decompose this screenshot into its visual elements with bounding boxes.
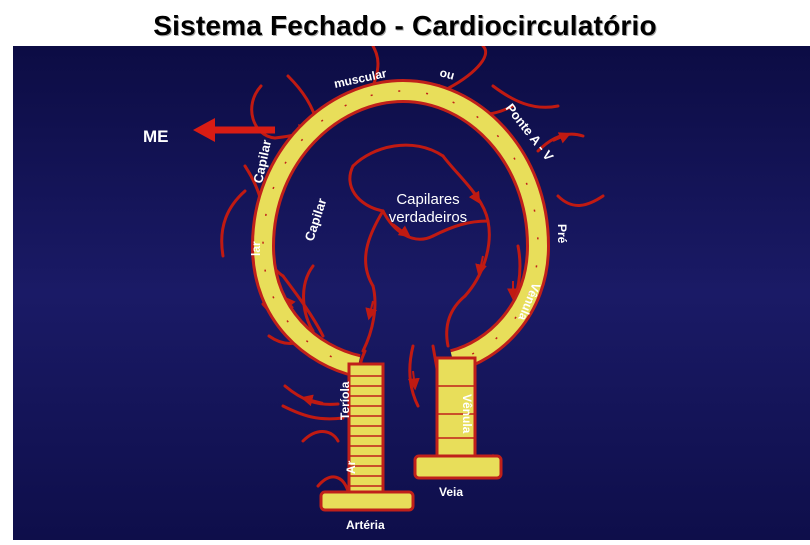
- label-arteria: Artéria: [346, 518, 385, 532]
- label-ou: ou: [438, 65, 456, 82]
- label-me: ME: [143, 127, 169, 146]
- venule-stem: [413, 356, 503, 480]
- label-veia: Veia: [439, 485, 463, 499]
- label-pre: Pré: [555, 224, 569, 244]
- label-teriola: Teríola: [338, 381, 352, 420]
- label-venula-stem: Vênula: [460, 394, 474, 434]
- label-lar: lar: [249, 241, 263, 256]
- circulation-diagram: ME muscular ou Ponte A - V Capilar Capil…: [143, 44, 605, 532]
- me-arrow: [193, 118, 275, 142]
- diagram-panel: ME muscular ou Ponte A - V Capilar Capil…: [13, 44, 810, 540]
- label-ar: Ar: [344, 460, 358, 474]
- label-capilar-mid: Capilar: [302, 196, 330, 243]
- slide-title: Sistema Fechado - Cardiocirculatório: [153, 10, 657, 41]
- arteriole-stem: [319, 362, 415, 512]
- label-capilares-2: verdadeiros: [389, 209, 467, 226]
- label-capilares-1: Capilares: [396, 191, 459, 208]
